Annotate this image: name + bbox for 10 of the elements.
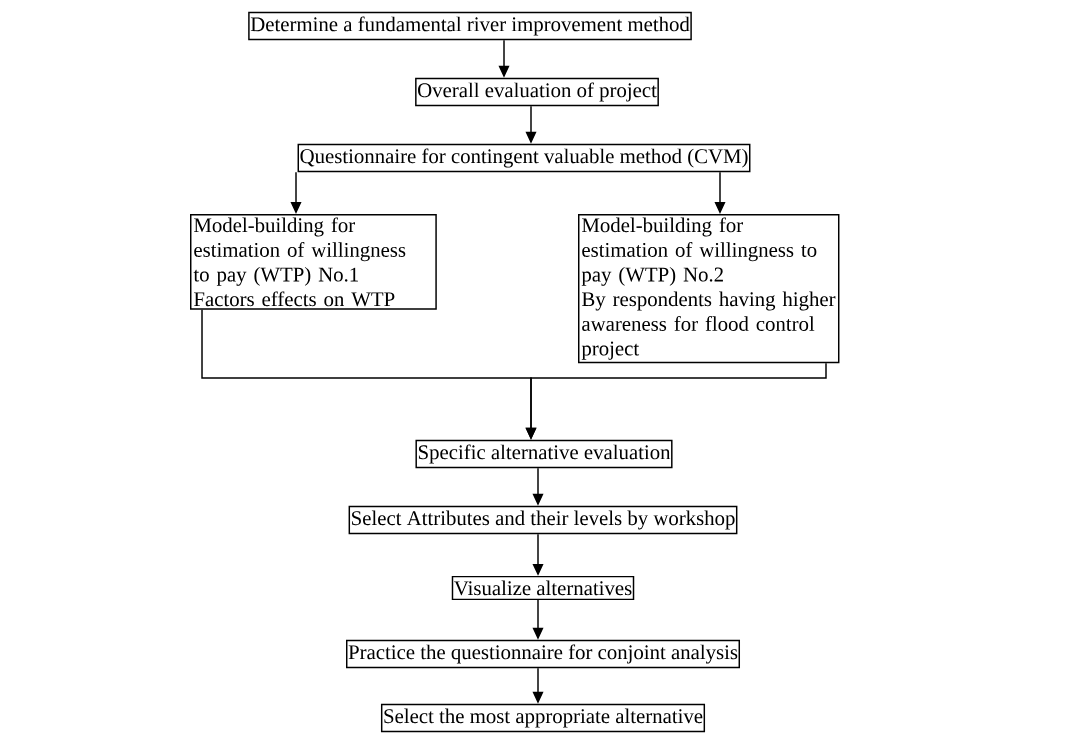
process-box: Select the most appropriate alternative (380, 703, 706, 733)
process-box: Model-building for estimation of willingness to pay (WTP) No.2 By respondents having higher awareness for flood control project (578, 214, 840, 364)
process-box: Determine a fundamental river improvement method (248, 11, 692, 41)
process-box: Select Attributes and their levels by workshop (348, 505, 738, 535)
process-box: Specific alternative evaluation (415, 439, 673, 469)
process-box: Visualize alternatives (451, 575, 635, 601)
process-box: Overall evaluation of project (415, 77, 659, 107)
process-box: Questionnaire for contingent valuable method (CVM) (297, 143, 751, 173)
process-box: Practice the questionnaire for conjoint analysis (346, 639, 740, 669)
process-box: Model-building for estimation of willingness to pay (WTP) No.1 Factors effects on WTP (190, 214, 437, 310)
